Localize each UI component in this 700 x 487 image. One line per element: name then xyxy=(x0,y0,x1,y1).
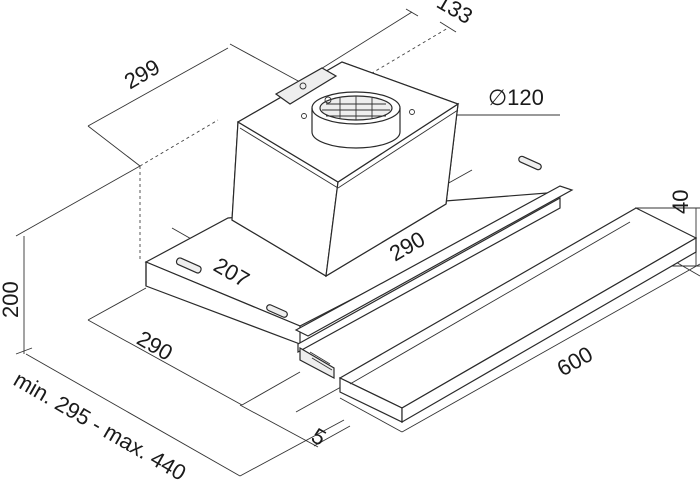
dim-duct-diameter-label: ∅120 xyxy=(488,85,544,110)
duct-collar xyxy=(301,91,415,149)
dim-290-base-label: 290 xyxy=(133,326,177,366)
dim-133-label: 133 xyxy=(433,0,477,29)
front-panel xyxy=(338,207,698,424)
dim-200-label: 200 xyxy=(0,281,23,318)
dim-extension-range-label: min. 295 - max. 440 xyxy=(10,367,191,486)
dim-40-label: 40 xyxy=(668,190,693,214)
dim-600-label: 600 xyxy=(553,341,597,381)
telescopic-drawer xyxy=(294,185,574,379)
dim-5-label: 5 xyxy=(307,423,330,451)
dim-299-label: 299 xyxy=(120,54,164,94)
